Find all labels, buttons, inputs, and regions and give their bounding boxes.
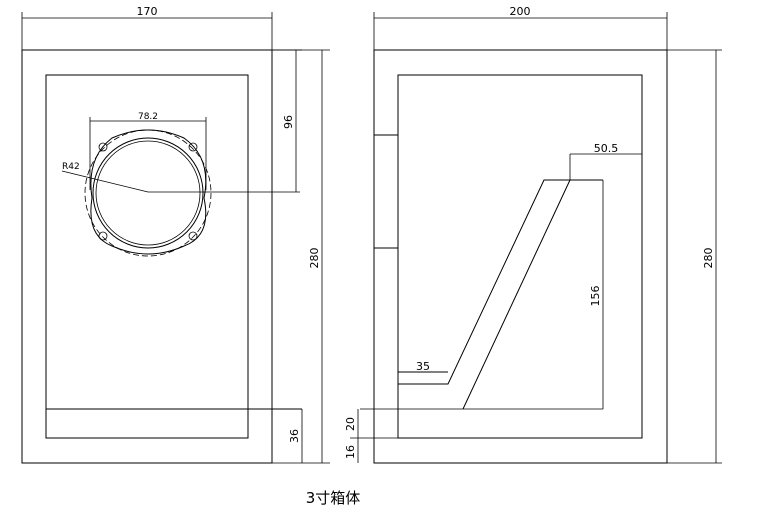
driver-diameter-label: 78.2 [138,112,158,122]
horn-upper-wall [398,179,603,385]
horn-lower-wall [462,179,571,410]
mount-hole-bottom-right [188,231,198,241]
mount-hole-top-left [98,142,108,152]
mount-hole-top-right [188,142,198,152]
driver-surround [92,137,204,249]
driver-cutout-circle [84,129,212,257]
offset-16-label: 16 [344,445,357,459]
side-height-label: 280 [702,248,715,269]
side-view: 200 280 50.5 156 35 20 16 [344,5,722,464]
driver-center-label: 96 [282,115,295,129]
bottom-panel-label: 36 [288,429,301,443]
side-width-label: 200 [510,5,531,18]
offset-20-label: 20 [344,417,357,431]
horn-bottom-label: 35 [416,360,430,373]
front-view: 170 280 96 36 78.2 R42 [21,5,330,464]
side-outer-panel [373,49,668,464]
mount-hole-bottom-left [98,231,108,241]
speaker-driver [84,129,212,257]
drawing-caption: 3寸箱体 [306,489,361,507]
horn-top-label: 50.5 [594,142,619,155]
front-inner-cavity [45,74,249,439]
driver-cone [95,140,201,246]
front-outer-panel [21,49,273,464]
horn-height-label: 156 [589,286,602,307]
side-inner-cavity [397,74,643,439]
driver-radius-label: R42 [62,162,80,172]
front-height-label: 280 [308,248,321,269]
driver-radius-leader [61,170,149,193]
front-width-label: 170 [137,5,158,18]
driver-frame [90,129,207,255]
